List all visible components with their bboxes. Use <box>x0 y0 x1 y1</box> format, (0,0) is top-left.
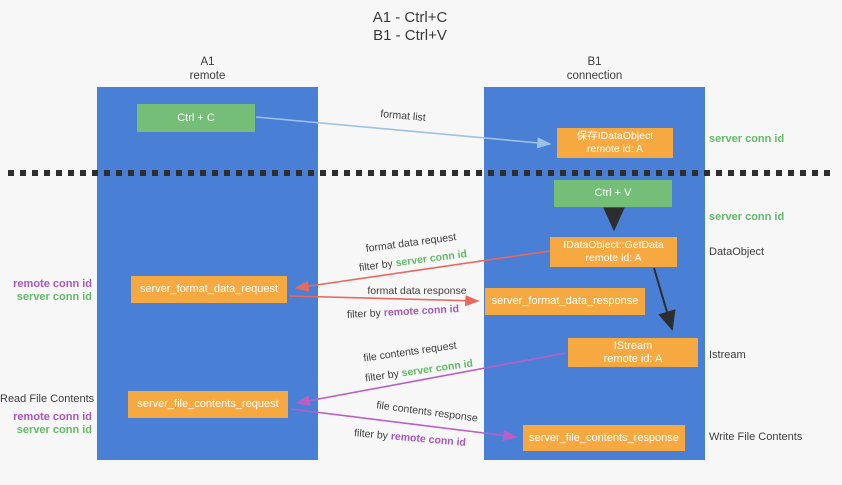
ctrl-c-box: Ctrl + C <box>137 104 255 132</box>
right-write-file-contents: Write File Contents <box>709 431 803 443</box>
save-idataobject-line-1: 保存IDataObject <box>576 130 654 142</box>
server-format-data-response-label: server_format_data_response <box>491 295 639 307</box>
save-idataobject-line-2: remote id: A <box>586 143 644 155</box>
right-server-conn-id-1: server conn id <box>709 133 785 145</box>
server-conn-id-text: server conn id <box>400 357 474 380</box>
title-line-2: B1 - Ctrl+V <box>373 27 447 44</box>
istream-box: IStream remote id: A <box>568 338 698 367</box>
save-idataobject-box: 保存IDataObject remote id: A <box>557 128 673 158</box>
server-format-data-request-box: server_format_data_request <box>131 276 287 303</box>
column-a-header: A1 remote <box>97 55 318 83</box>
format-list-label: format list <box>379 108 427 124</box>
remote-conn-id-text: remote conn id <box>390 430 467 449</box>
istream-line-1: IStream <box>613 339 653 352</box>
ctrl-v-label: Ctrl + V <box>594 187 632 199</box>
istream-line-2: remote id: A <box>603 352 663 365</box>
column-a-name: A1 <box>200 56 215 68</box>
server-file-contents-response-box: server_file_contents_response <box>523 425 685 451</box>
format-data-response-label: format data response <box>367 285 467 297</box>
right-istream-label: Istream <box>709 349 746 361</box>
right-dataobject-label: DataObject <box>709 246 765 258</box>
left-server-conn-id-1: server conn id <box>16 291 92 303</box>
left-read-file-contents: Read File Contents <box>0 393 95 405</box>
filter-by-text: filter by <box>358 257 394 275</box>
left-remote-conn-id-1: remote conn id <box>13 278 92 290</box>
server-file-contents-request-box: server_file_contents_request <box>128 391 288 418</box>
remote-conn-id-text: remote conn id <box>383 303 460 319</box>
column-a-subtitle: remote <box>189 70 226 82</box>
filter-by-text: filter by <box>346 307 382 321</box>
idataobject-getdata-line-2: remote id: A <box>585 252 642 264</box>
ctrl-c-label: Ctrl + C <box>177 111 215 124</box>
left-server-conn-id-2: server conn id <box>16 424 92 436</box>
server-file-contents-response-label: server_file_contents_response <box>529 431 679 444</box>
ctrl-v-box: Ctrl + V <box>554 180 672 207</box>
filter-by-text: filter by <box>364 367 400 385</box>
left-remote-conn-id-2: remote conn id <box>13 411 92 423</box>
column-b-subtitle: connection <box>566 70 623 82</box>
idataobject-getdata-box: IDataObject::GetData remote id: A <box>550 237 677 267</box>
column-b-name: B1 <box>587 56 602 68</box>
file-contents-response-label: file contents response <box>375 399 479 425</box>
server-file-contents-request-label: server_file_contents_request <box>137 398 279 410</box>
filter-by-text: filter by <box>353 427 389 443</box>
right-server-conn-id-2: server conn id <box>709 211 785 223</box>
server-conn-id-text: server conn id <box>394 247 468 270</box>
server-format-data-request-label: server_format_data_request <box>139 283 279 295</box>
server-format-data-response-box: server_format_data_response <box>485 288 645 315</box>
idataobject-getdata-line-1: IDataObject::GetData <box>563 239 664 251</box>
phase-divider-dotted-line <box>8 170 836 176</box>
title-line-1: A1 - Ctrl+C <box>372 9 448 26</box>
diagram-title: A1 - Ctrl+C B1 - Ctrl+V <box>290 9 530 45</box>
column-b-header: B1 connection <box>484 55 705 83</box>
